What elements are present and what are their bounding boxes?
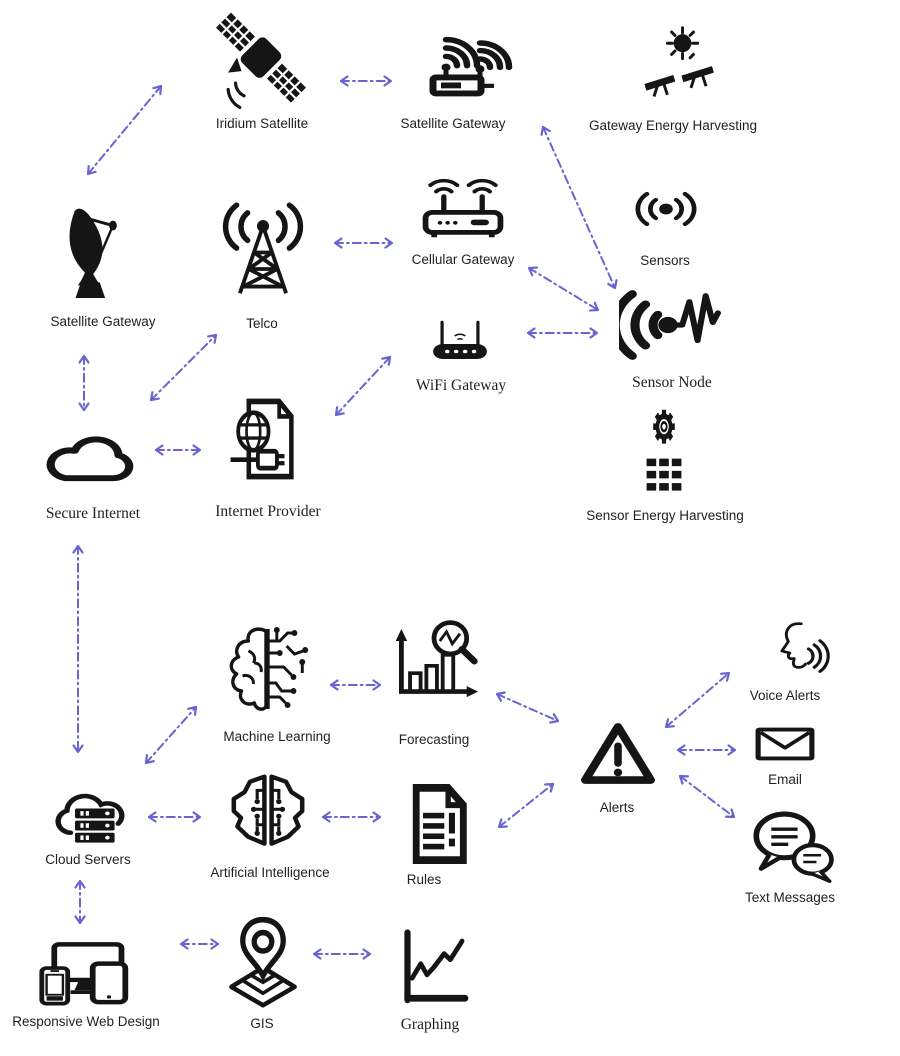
node-label-satellite-gateway-top: Satellite Gateway (400, 116, 506, 131)
line-graph-icon (395, 926, 473, 1010)
node-label-internet-provider: Internet Provider (215, 503, 321, 520)
arrow-rules--alerts (497, 782, 555, 829)
arrow-cloud-servers--machine-learning (144, 705, 198, 765)
node-label-responsive-web-design: Responsive Web Design (12, 1014, 160, 1029)
warning-triangle-icon (576, 717, 660, 793)
arrow-satellite-gateway-top--sensor-node (540, 125, 618, 290)
cellular-router-icon (415, 166, 511, 246)
brain-circuit-half-icon (218, 619, 316, 719)
node-label-email: Email (768, 772, 802, 787)
node-label-satellite-gateway-dish: Satellite Gateway (50, 314, 156, 329)
signal-waves-icon (632, 182, 700, 236)
cloud-icon (39, 419, 141, 493)
radio-tower-icon (208, 192, 318, 302)
node-label-secure-internet: Secure Internet (45, 505, 141, 522)
arrow-forecasting--alerts (495, 691, 560, 724)
node-label-sensor-node: Sensor Node (632, 374, 712, 391)
node-label-telco: Telco (246, 316, 278, 331)
node-label-artificial-intelligence: Artificial Intelligence (210, 865, 330, 880)
bar-chart-magnifier-icon (387, 618, 483, 710)
node-label-gis: GIS (250, 1016, 274, 1031)
chat-bubbles-icon (745, 804, 839, 888)
node-label-alerts: Alerts (599, 800, 635, 815)
arrow-alerts--text-messages (678, 774, 736, 819)
satellite-icon (208, 11, 314, 117)
gear-solar-panel-icon (634, 406, 694, 500)
node-label-forecasting: Forecasting (398, 732, 470, 747)
node-label-text-messages: Text Messages (744, 890, 836, 905)
document-rules-icon (401, 781, 477, 867)
envelope-icon (753, 720, 817, 768)
node-label-sensors: Sensors (640, 253, 690, 268)
wireless-router-icon (418, 22, 518, 106)
arrow-alerts--voice-alerts (664, 671, 731, 729)
speaking-face-icon (761, 617, 833, 685)
node-label-sensor-energy-harvesting: Sensor Energy Harvesting (586, 508, 744, 523)
arrow-secure-internet--telco (149, 333, 218, 402)
node-label-cloud-servers: Cloud Servers (45, 852, 131, 867)
map-pin-layers-icon (219, 916, 307, 1008)
node-label-rules: Rules (406, 872, 442, 887)
node-label-gateway-energy-harvesting: Gateway Energy Harvesting (588, 118, 758, 133)
node-label-wifi-gateway: WiFi Gateway (415, 377, 507, 394)
sensor-pulse-icon (619, 282, 721, 368)
arrow-cellular-gateway--sensor-node (527, 266, 600, 312)
arrow-internet-provider--wifi-gateway (334, 355, 392, 417)
sun-solar-panel-icon (638, 26, 722, 112)
satellite-dish-icon (56, 203, 134, 301)
globe-document-icon (226, 392, 302, 486)
node-label-iridium-satellite: Iridium Satellite (215, 116, 309, 131)
circuit-brain-icon (223, 768, 313, 854)
node-label-cellular-gateway: Cellular Gateway (411, 252, 515, 267)
node-label-voice-alerts: Voice Alerts (749, 688, 821, 703)
wifi-router-icon (428, 316, 492, 366)
devices-icon (37, 937, 133, 1011)
node-label-machine-learning: Machine Learning (223, 729, 331, 744)
node-label-graphing: Graphing (400, 1016, 460, 1033)
cloud-server-icon (48, 775, 138, 851)
arrow-satellite-gateway-dish--iridium-satellite (86, 84, 163, 176)
